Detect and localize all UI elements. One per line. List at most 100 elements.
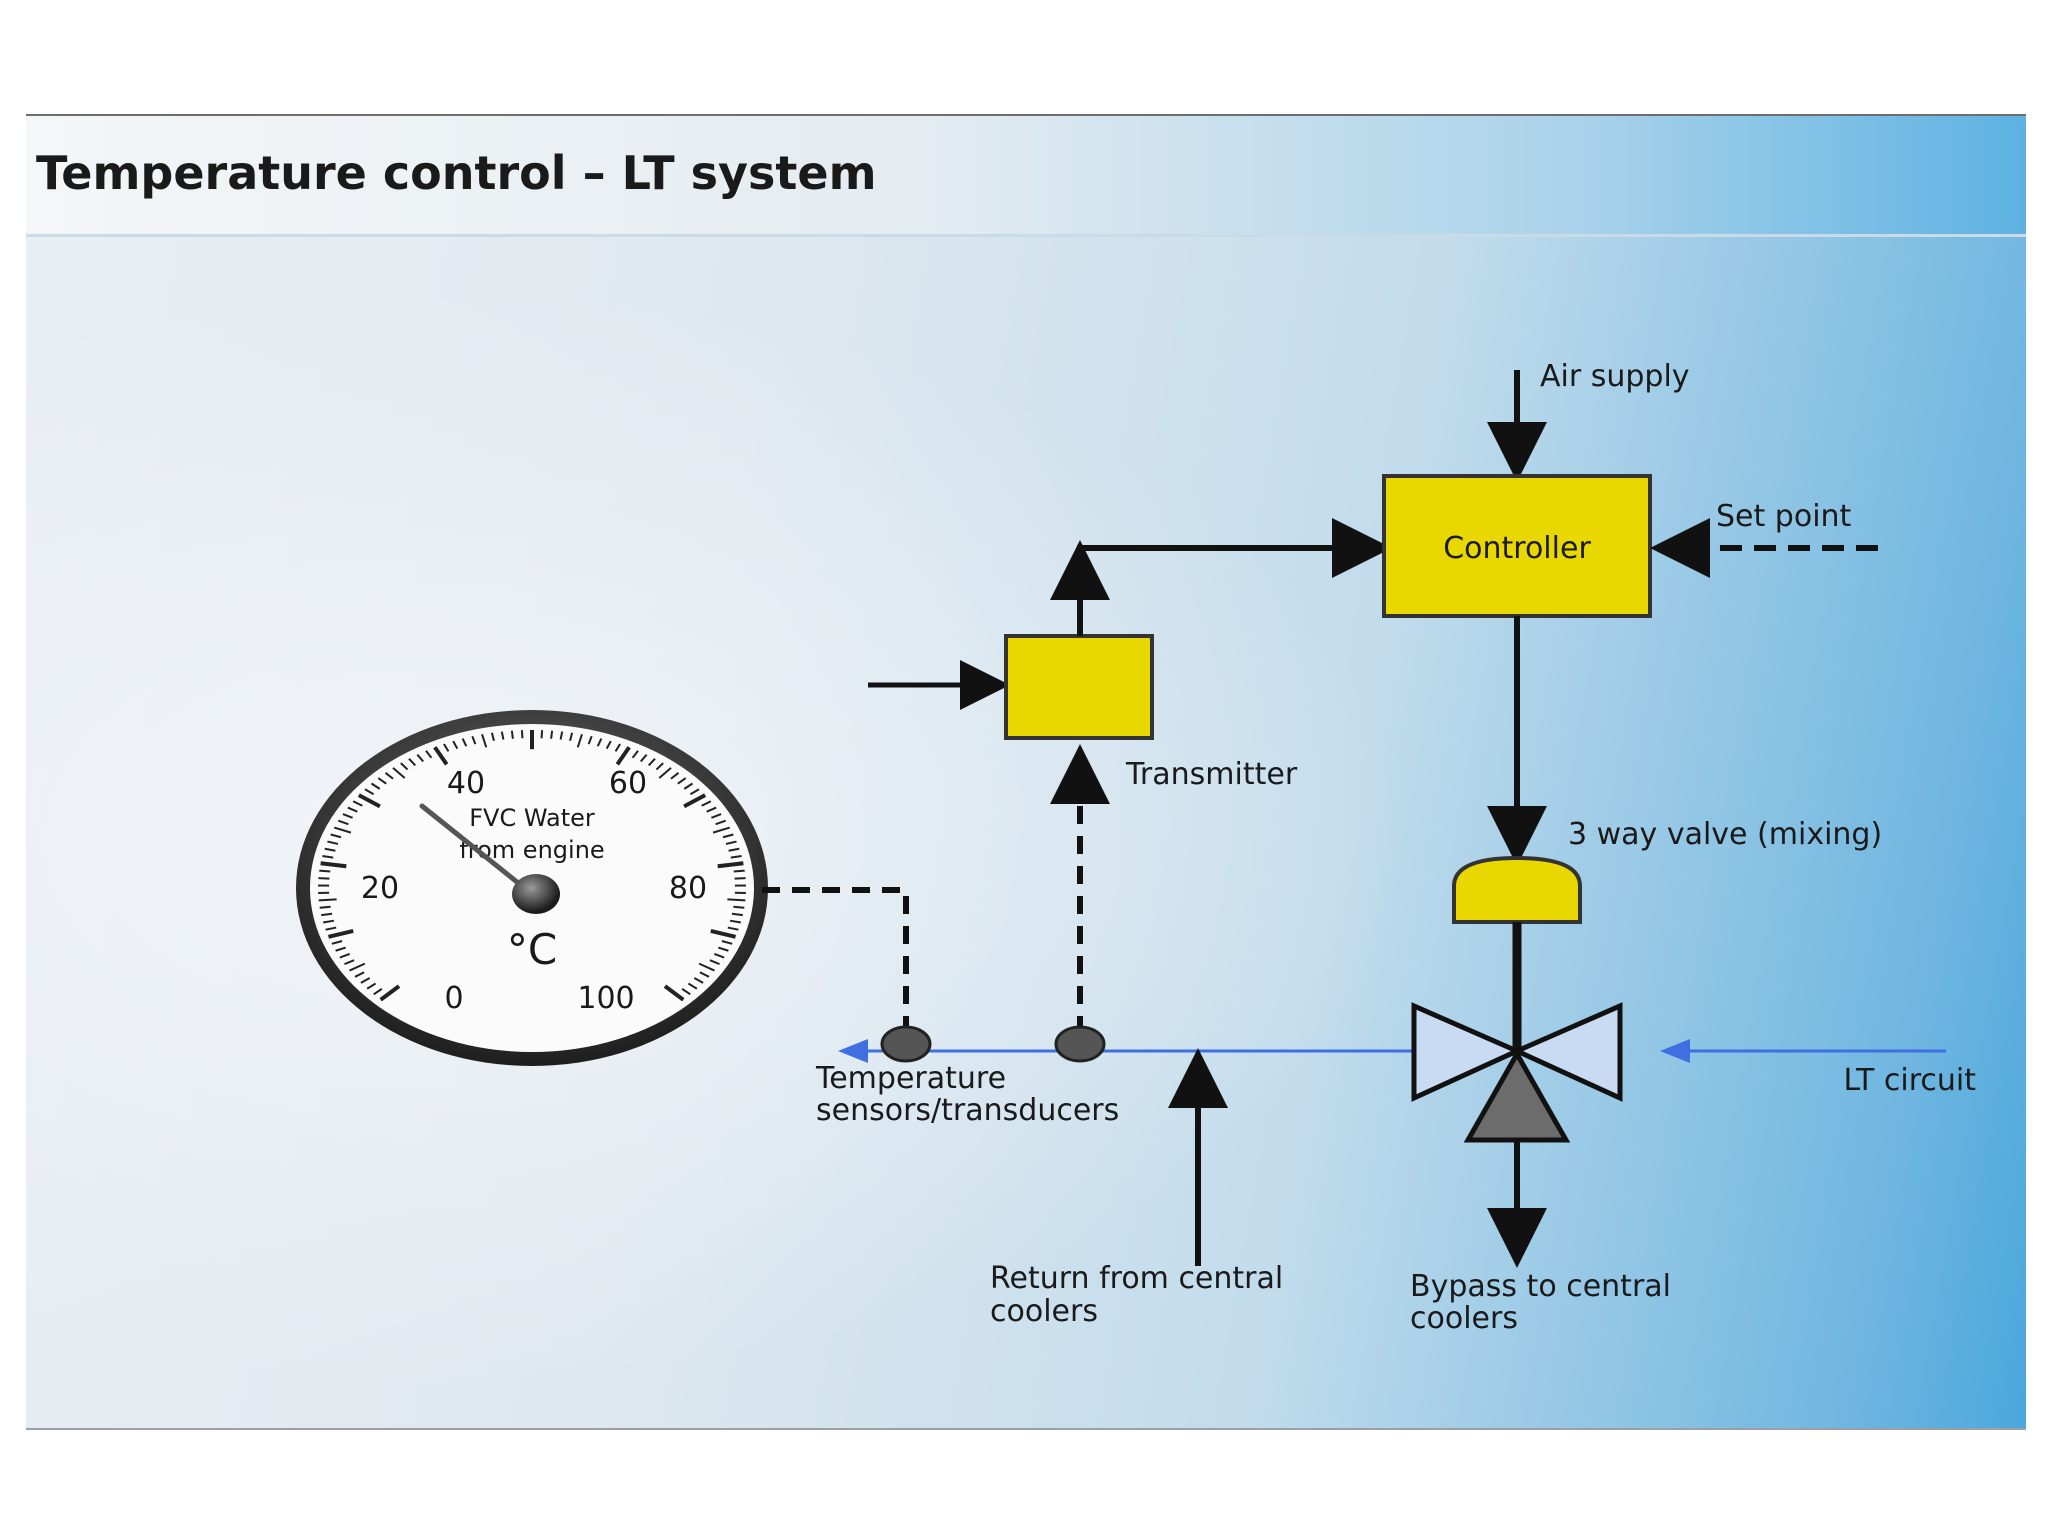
valve-label: 3 way valve (mixing) [1568,817,1882,852]
gauge-tick [648,758,656,767]
valve-left-port [1411,1002,1524,1102]
gauge-tick [722,833,734,839]
gauge-tick [392,767,406,779]
gauge-tick [347,806,358,813]
gauge-tick [721,940,733,945]
gauge-tick-label-80: 80 [669,871,707,906]
gauge-tick [400,762,409,771]
gauge-tick [683,793,707,809]
gauge-tick [631,750,639,759]
gauge-tick-label-40: 40 [447,766,485,801]
gauge-tick [689,788,700,796]
gauge-tick [425,750,433,759]
gauge-tick [318,877,330,880]
gauge-tick [587,735,593,745]
three-way-valve [1411,855,1623,1268]
gauge-tick [576,734,583,748]
gauge-tick [373,988,383,996]
gauge-tick [452,740,459,750]
gauge-tick [670,772,680,780]
transmitter-label: Transmitter [1125,757,1298,792]
return-label-line2: coolers [990,1294,1098,1329]
gauge-tick [366,982,377,990]
gauge-tick [725,840,737,845]
gauge-tick [596,738,603,747]
transmitter [868,518,1392,740]
gauge-tick-label-20: 20 [361,871,399,906]
gauge-tick [328,928,354,939]
gauge-tick [715,819,726,826]
gauge-tick [520,730,524,739]
gauge-tick [699,971,710,978]
gauge-tick [331,940,343,945]
gauge-sensor-dashed-line [762,887,909,1034]
gauge-tick [379,984,401,1002]
gauge-tick [461,738,468,747]
gauge-tick [615,746,631,766]
gauge-tick [734,877,746,880]
gauge-hub [512,874,560,914]
gauge-tick [717,861,744,869]
gauge-tick [687,982,698,990]
sensors-label-line1: Temperature [815,1061,1006,1096]
gauge-tick [344,959,355,966]
bypass-label-line1: Bypass to central [1410,1269,1671,1304]
gauge-tick [540,730,544,739]
gauge-tick [325,926,337,931]
valve-actuator [1452,855,1582,924]
gauge-tick [709,959,720,966]
gauge-tick [339,952,351,959]
gauge-tick [319,905,331,909]
gauge-tick [342,813,353,819]
gauge-tick [320,861,347,869]
gauge-tick [333,826,352,834]
temperature-gauge: 0 20 40 60 80 100 FVC Water from engine … [296,710,768,1066]
gauge-tick [569,732,574,742]
gauge-tick [717,946,729,952]
gauge-caption-line1: FVC Water [469,804,595,832]
gauge-unit: °C [507,925,557,974]
gauge-tick [433,746,449,766]
gauge-tick [322,854,334,859]
gauge-tick [357,793,381,809]
gauge-tick [730,854,742,859]
controller: Controller [1382,370,1878,866]
bypass-label-line2: coolers [1410,1301,1518,1336]
air-supply-label: Air supply [1540,359,1690,394]
gauge-tick [327,840,339,845]
gauge-tick [701,800,712,807]
gauge-tick [384,772,394,780]
gauge-tick [318,898,337,902]
valve-right-port [1510,1002,1623,1102]
gauge-tick [712,826,731,834]
gauge-tick [330,833,342,839]
gauge-tick [731,912,743,917]
gauge-tick [370,782,381,790]
return-label-line1: Return from central [990,1261,1283,1296]
gauge-tick [408,758,416,767]
gauge-tick [640,753,648,763]
sensor-2 [1054,1025,1106,1063]
sensors-label-line2: sensors/transducers [816,1093,1119,1128]
gauge-tick [471,735,477,745]
slide-title: Temperature control – LT system [36,146,877,200]
gauge-tick [614,743,621,752]
gauge-tick [658,767,672,779]
gauge-tick [710,928,736,939]
gauge-tick [605,740,612,750]
lt-control-diagram: 0 20 40 60 80 100 FVC Water from engine … [296,359,1976,1336]
gauge-tick [364,788,375,796]
gauge-tick [338,819,349,826]
gauge-tick [443,743,450,752]
gauge-tick [727,926,739,931]
gauge-tick [693,977,704,984]
gauge-tick [728,847,740,852]
gauge-tick [733,869,745,873]
gauge-tick [490,732,495,742]
gauge-tick [711,813,722,819]
gauge-tick-label-0: 0 [444,981,463,1016]
gauge-tick [683,782,694,790]
gauge-tick [698,962,715,972]
gauge-tick [481,734,488,748]
gauge-tick [322,919,335,924]
